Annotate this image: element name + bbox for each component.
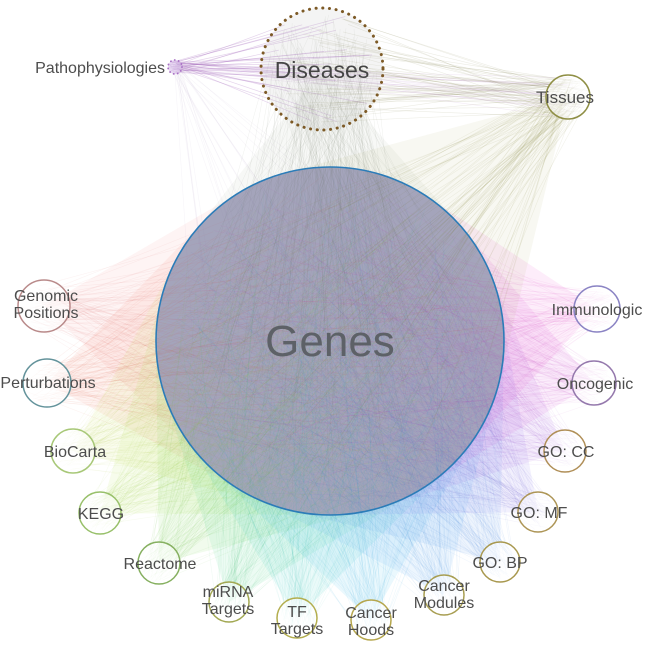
label-oncogenic: Oncogenic <box>557 376 634 393</box>
edges-pathophysiologies-diseases <box>168 16 373 122</box>
label-go_cc: GO: CC <box>538 444 595 461</box>
node-tf_targets[interactable] <box>276 597 318 639</box>
fan-mirna_targets <box>156 167 504 602</box>
label-pathophysiologies: Pathophysiologies <box>35 60 165 77</box>
edges-perturbations-genes <box>25 176 493 501</box>
label-tissues: Tissues <box>536 88 594 107</box>
fan-cancer_modules <box>156 167 504 595</box>
node-oncogenic[interactable] <box>571 360 617 406</box>
node-layer <box>17 6 621 641</box>
label-tf_targets-0: TF <box>287 604 307 621</box>
edges-go_mf-genes <box>181 192 555 530</box>
fan-go_mf <box>156 167 538 515</box>
node-kegg[interactable] <box>78 491 122 535</box>
fan-reactome <box>156 167 504 564</box>
label-diseases: Diseases <box>275 57 370 83</box>
node-diseases[interactable] <box>259 6 385 132</box>
node-pathophysiologies[interactable] <box>167 59 183 75</box>
edges-oncogenic-genes <box>184 181 614 492</box>
fan-layer <box>44 69 597 620</box>
label-kegg: KEGG <box>78 506 124 523</box>
label-cancer_modules-0: Cancer <box>418 578 470 595</box>
fan-biocarta <box>73 167 504 515</box>
fan-immunologic <box>156 167 597 515</box>
edges-tf_targets-genes <box>175 184 482 633</box>
label-perturbations: Perturbations <box>0 375 95 392</box>
node-cancer_hoods[interactable] <box>350 599 392 641</box>
node-go_mf[interactable] <box>517 491 559 533</box>
node-cancer_modules[interactable] <box>423 574 465 616</box>
label-go_mf: GO: MF <box>511 505 568 522</box>
fan-tissues <box>156 97 568 515</box>
label-immunologic: Immunologic <box>552 302 643 319</box>
label-layer: Genes Diseases PathophysiologiesTissuesGen… <box>0 57 642 639</box>
node-go_cc[interactable] <box>543 429 587 473</box>
node-perturbations[interactable] <box>22 358 72 408</box>
node-go_bp[interactable] <box>479 541 521 583</box>
node-genes[interactable] <box>155 166 505 516</box>
fan-kegg <box>100 167 504 515</box>
label-genomic_positions-1: Positions <box>14 305 79 322</box>
label-genes: Genes <box>265 317 395 366</box>
edges-pathophysiologies-tissues <box>169 61 585 118</box>
fan-tf_targets <box>156 167 504 618</box>
edge-layer <box>23 14 615 638</box>
edges-mirna_targets-genes <box>182 182 484 618</box>
node-immunologic[interactable] <box>573 285 621 333</box>
label-cancer_modules-1: Modules <box>414 595 474 612</box>
edges-biocarta-genes <box>55 185 487 507</box>
label-mirna_targets-0: miRNA <box>203 584 254 601</box>
node-mirna_targets[interactable] <box>208 581 250 623</box>
label-reactome: Reactome <box>124 556 197 573</box>
fan-perturbations <box>47 167 504 515</box>
edges-pathophysiologies-genes <box>169 61 477 505</box>
node-tissues[interactable] <box>545 74 591 120</box>
fan-oncogenic <box>156 167 594 515</box>
fan-diseases <box>156 69 504 515</box>
fan-cancer_hoods <box>156 167 504 620</box>
node-genomic_positions[interactable] <box>17 279 71 333</box>
edges-kegg-genes <box>81 198 484 532</box>
edges-diseases-genes <box>186 14 487 505</box>
node-reactome[interactable] <box>137 541 181 585</box>
label-genomic_positions-0: Genomic <box>14 288 78 305</box>
label-biocarta: BioCarta <box>44 444 106 461</box>
edges-immunologic-genes <box>170 178 615 489</box>
edges-go_bp-genes <box>176 178 518 580</box>
edges-diseases-tissues <box>267 18 588 123</box>
edges-genomic_positions-genes <box>23 197 493 503</box>
fan-genomic_positions <box>44 167 504 515</box>
label-cancer_hoods-0: Cancer <box>345 605 397 622</box>
label-tf_targets-1: Targets <box>271 621 323 638</box>
edges-cancer_modules-genes <box>175 178 479 612</box>
node-biocarta[interactable] <box>50 428 96 474</box>
label-go_bp: GO: BP <box>472 555 527 572</box>
label-cancer_hoods-1: Hoods <box>348 622 394 639</box>
label-mirna_targets-1: Targets <box>202 601 254 618</box>
fan-go_cc <box>156 167 565 516</box>
fan-go_bp <box>156 167 504 563</box>
edges-tissues-genes <box>165 78 588 504</box>
edges-go_cc-genes <box>174 184 583 506</box>
